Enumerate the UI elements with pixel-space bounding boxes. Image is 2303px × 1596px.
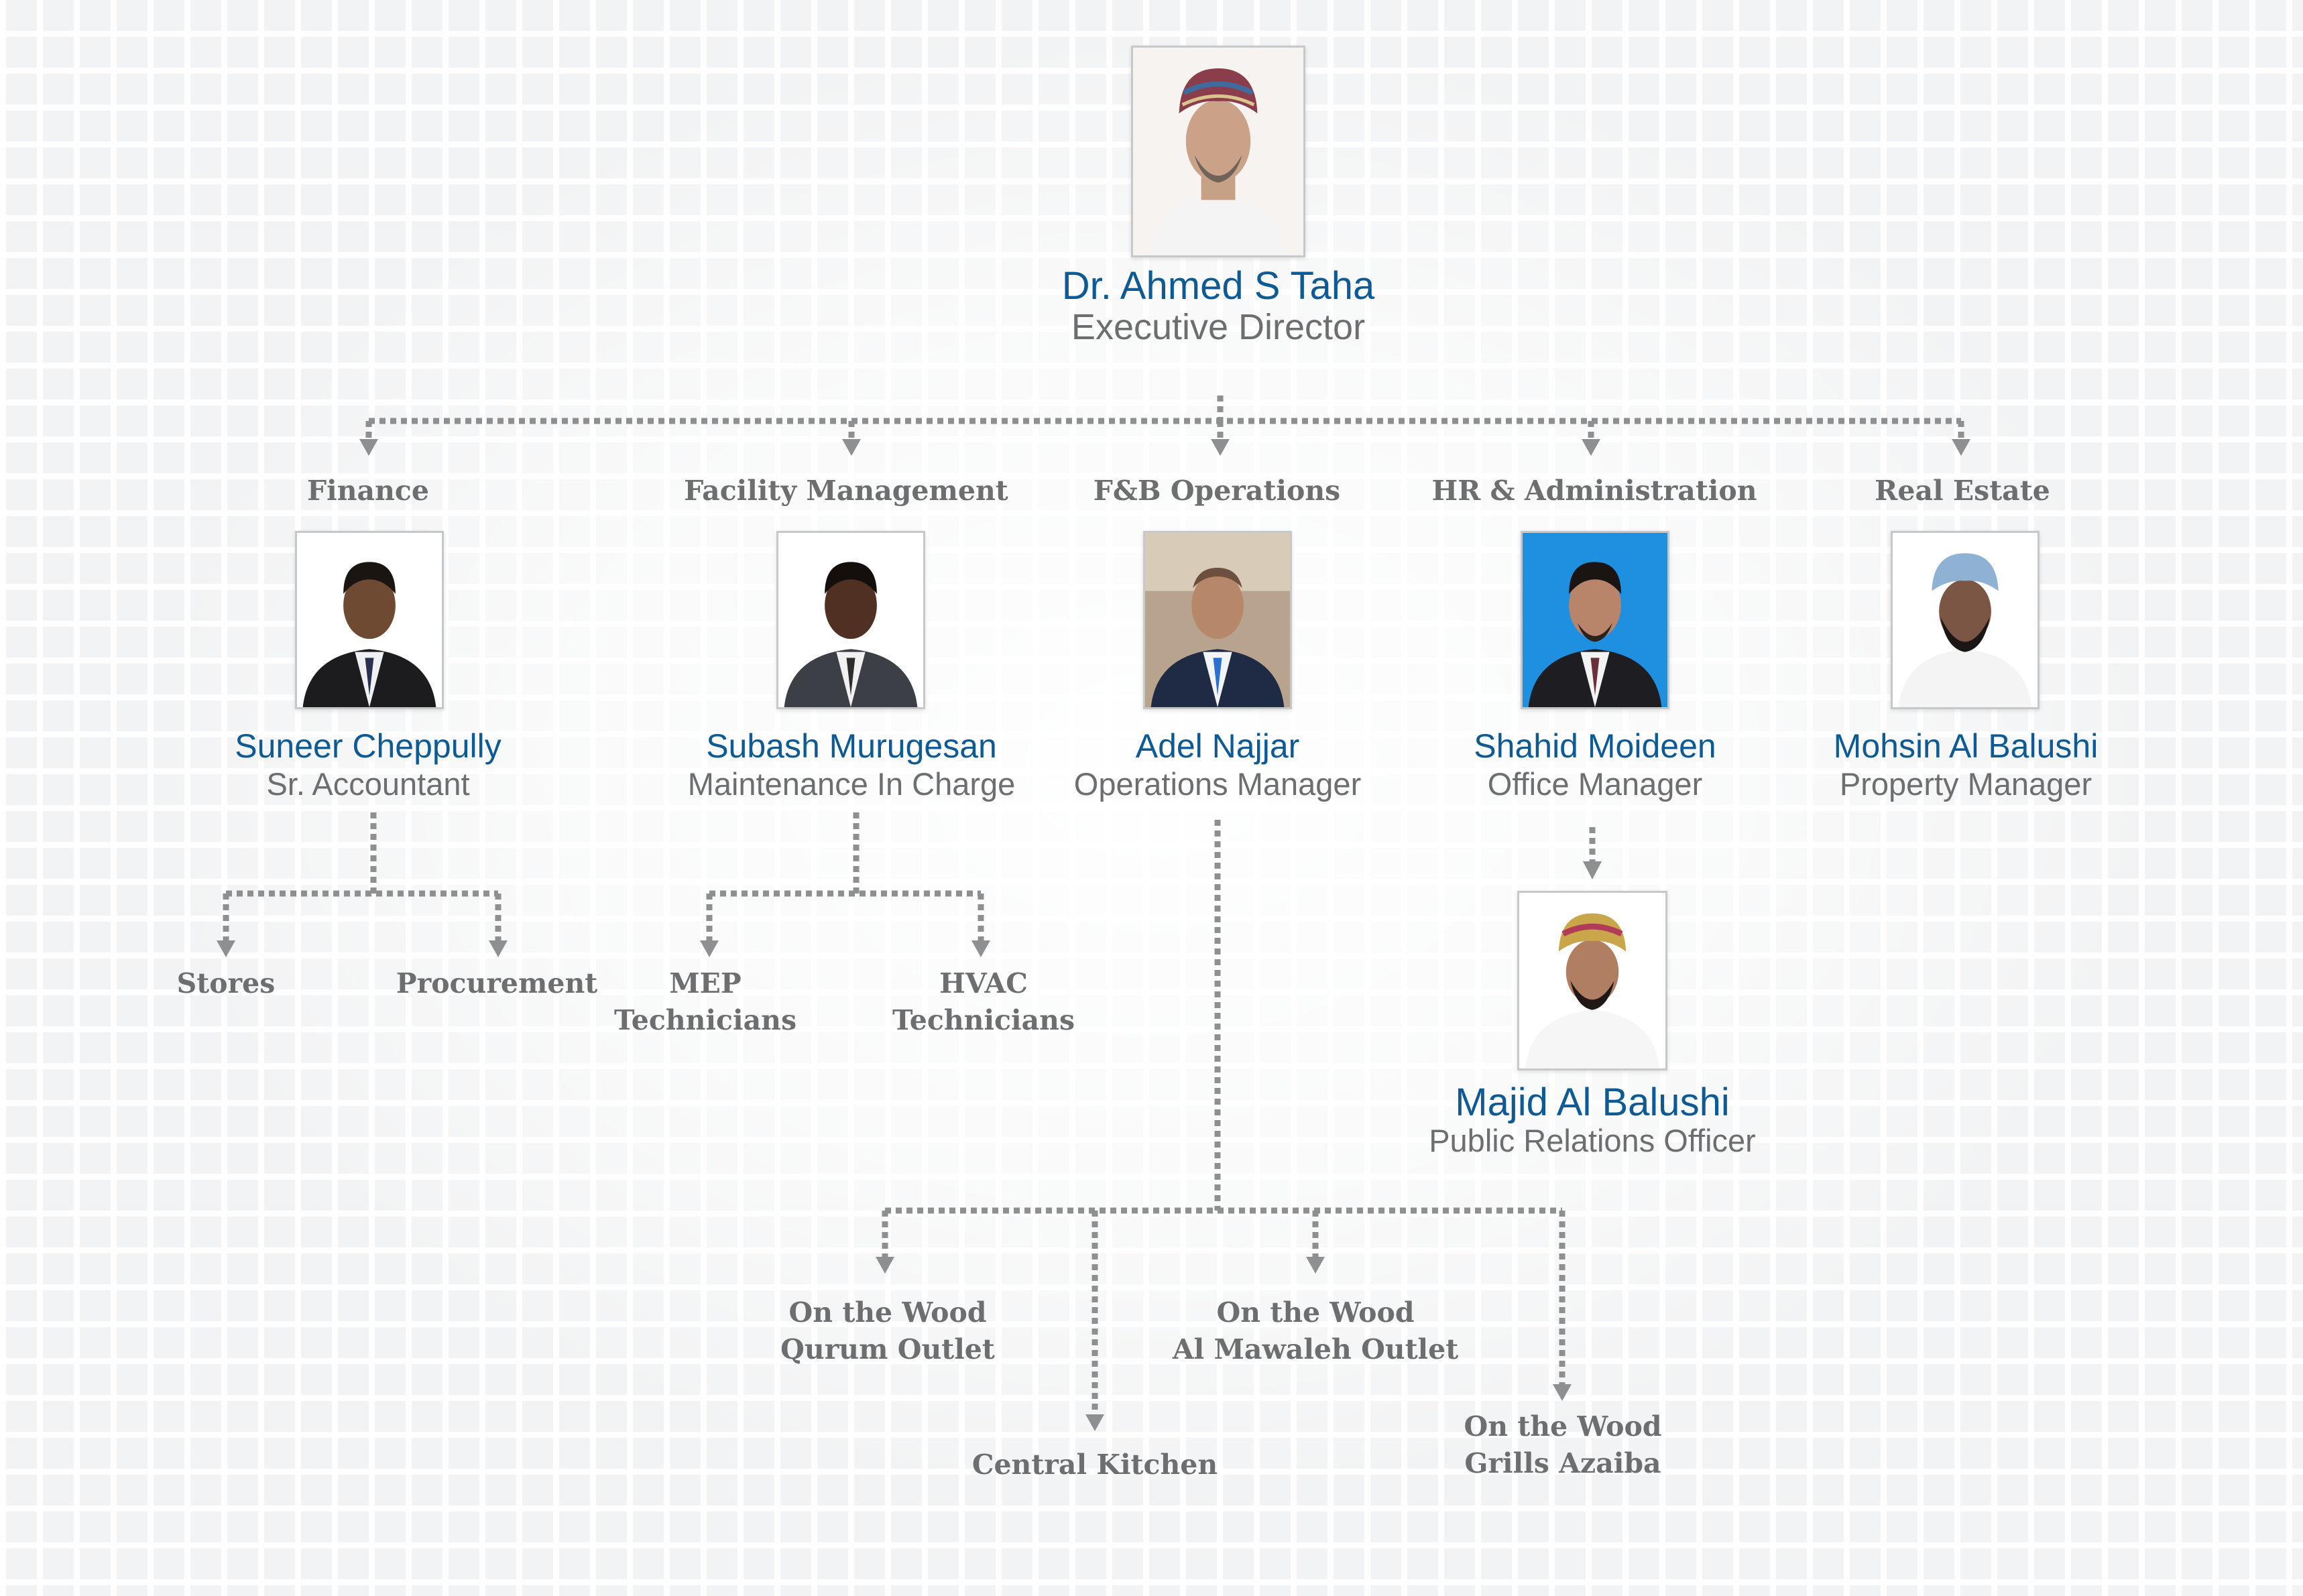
department-title-finance: Finance [307,475,429,507]
department-title-facility: Facility Management [684,475,1008,507]
finance-unit-stores: Stores [176,967,276,999]
arrow-realestate [1952,439,1970,456]
arrow-qurum [876,1257,894,1274]
arrow-fb [1211,439,1230,456]
public-relations-officer-name: Majid Al Balushi [1455,1081,1730,1124]
hr-manager-role: Office Manager [1487,766,1703,802]
finance-unit-procurement: Procurement [396,967,598,999]
arrow-facility [842,439,861,456]
public-relations-officer-photo [1517,891,1667,1070]
facility-manager-role: Maintenance In Charge [687,766,1016,802]
realestate-manager-role: Property Manager [1839,766,2092,802]
director-name: Dr. Ahmed S Taha [1061,264,1375,308]
arrow-stores [217,940,235,957]
arrow-procurement [489,940,508,957]
realestate-manager-photo [1891,531,2040,709]
finance-manager-photo [295,531,444,709]
arrow-hr-sub [1583,861,1602,879]
director-photo [1131,46,1305,257]
arrow-azaiba [1553,1384,1572,1401]
arrow-finance [359,439,378,456]
arrow-hvac [971,940,990,957]
hr-manager-photo [1521,531,1669,709]
finance-manager-role: Sr. Accountant [266,766,470,802]
realestate-manager-name: Mohsin Al Balushi [1833,727,2099,765]
arrow-kitchen [1085,1414,1104,1431]
department-title-realestate: Real Estate [1875,475,2050,507]
fb-manager-name: Adel Najjar [1135,727,1300,765]
arrow-mep [700,940,719,957]
arrow-mawaleh [1306,1257,1325,1274]
fb-manager-role: Operations Manager [1073,766,1362,802]
department-title-hr: HR & Administration [1431,475,1757,507]
arrow-hr [1582,439,1600,456]
facility-manager-name: Subash Murugesan [706,727,997,765]
finance-manager-name: Suneer Cheppully [235,727,501,765]
department-title-fb: F&B Operations [1093,475,1341,507]
hr-manager-name: Shahid Moideen [1474,727,1716,765]
facility-manager-photo [776,531,925,709]
fb-manager-photo [1143,531,1292,709]
fb-unit-central-kitchen: Central Kitchen [971,1449,1218,1481]
director-role: Executive Director [1071,307,1366,347]
public-relations-officer-role: Public Relations Officer [1429,1123,1756,1158]
